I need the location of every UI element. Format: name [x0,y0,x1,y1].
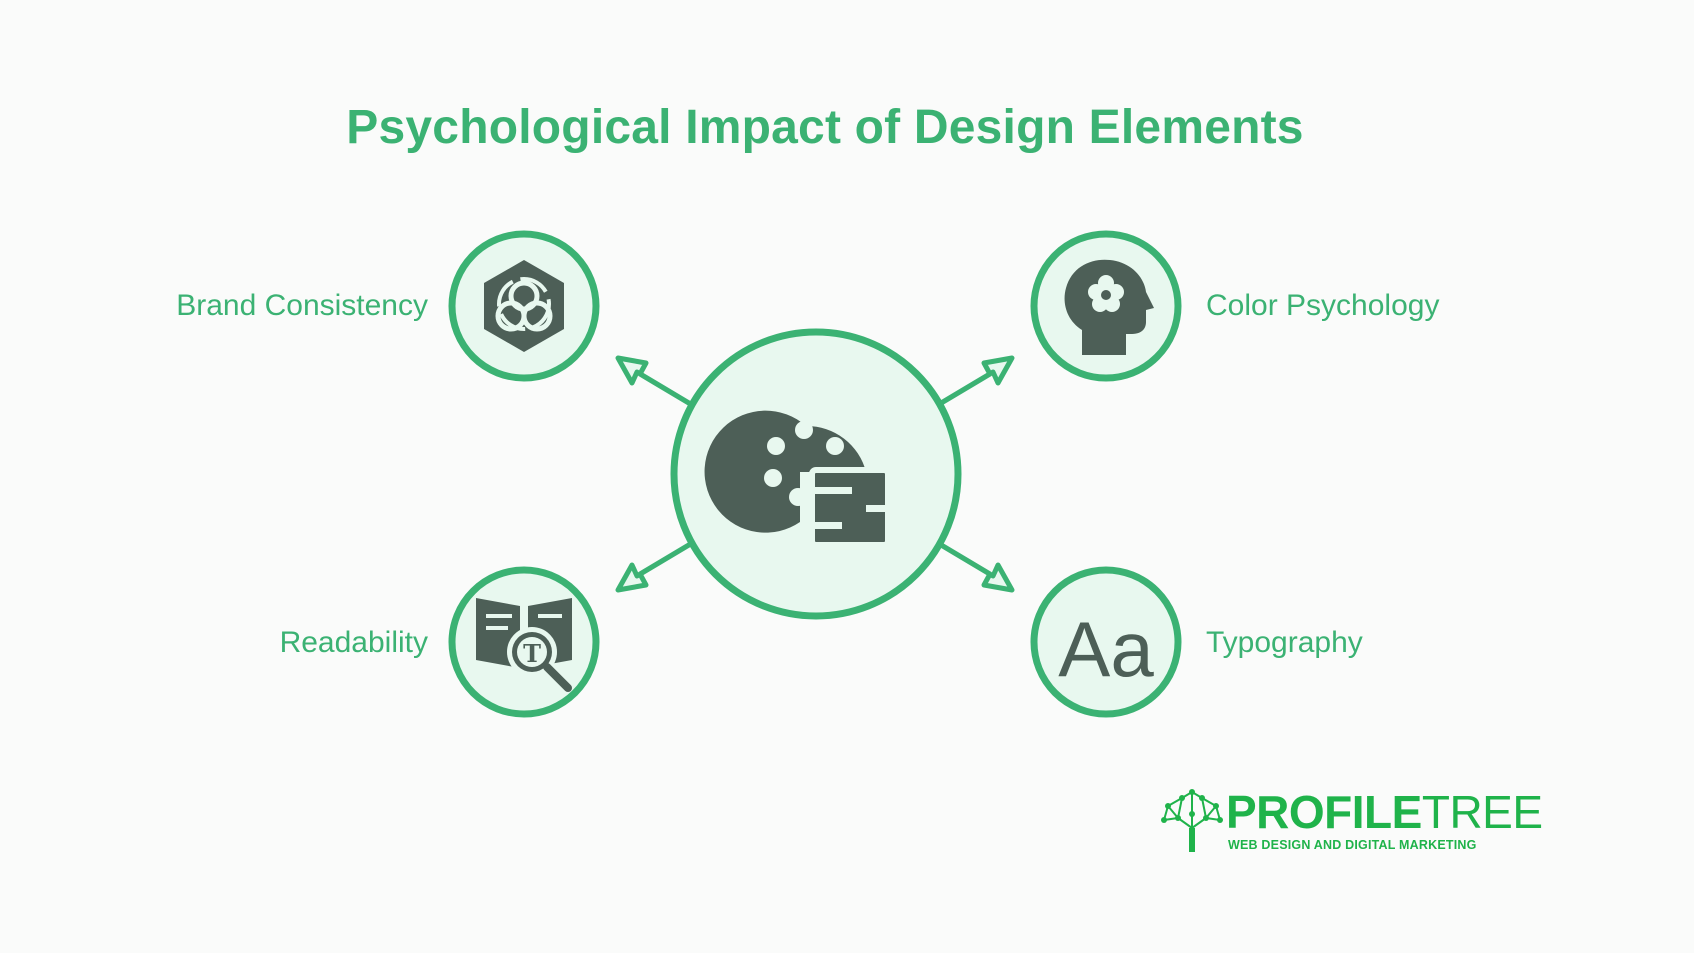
page-title: Psychological Impact of Design Elements [346,101,1304,154]
arrow-to-readability [615,540,695,593]
arrow-to-color-psychology [935,355,1015,408]
arrow-to-brand-consistency [615,355,695,408]
label-typography: Typography [1206,626,1363,659]
arrow-to-typography [935,540,1015,593]
head-flower-icon [1064,259,1154,355]
svg-text:T: T [523,639,541,668]
profiletree-logo: PROFILETREE WEB DESIGN AND DIGITAL MARKE… [1160,784,1543,856]
node-readability: T [448,566,600,718]
node-typography: Aa [1030,566,1182,718]
typography-aa-icon: Aa [1058,605,1154,693]
book-magnifier-icon: T [476,598,572,692]
center-node [670,328,962,620]
label-readability: Readability [279,626,428,659]
tree-network-icon [1161,789,1223,852]
node-brand-consistency [448,230,600,382]
brand-name: PROFILETREE [1226,786,1543,838]
label-brand-consistency: Brand Consistency [176,289,428,322]
brand-hexagon-icon [484,260,564,352]
brand-tagline: WEB DESIGN AND DIGITAL MARKETING [1228,838,1477,852]
node-color-psychology [1030,230,1182,382]
palette-icon [704,410,891,548]
label-color-psychology: Color Psychology [1206,289,1440,322]
